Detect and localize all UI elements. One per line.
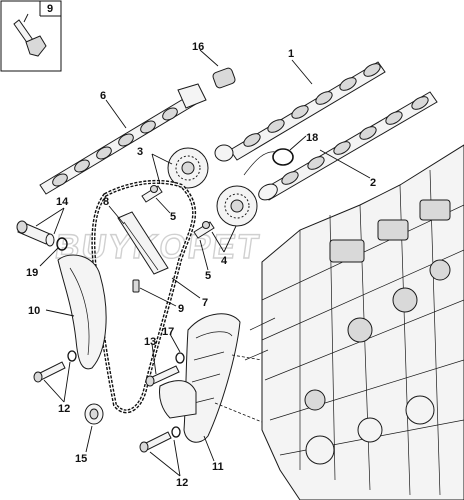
guide-rail-11 [159, 313, 241, 443]
callout-11: 11 [212, 461, 224, 473]
bolt-9-inset-box [0, 0, 62, 72]
callout-8: 8 [103, 196, 109, 208]
callout-1: 1 [288, 48, 294, 60]
callout-6: 6 [100, 90, 106, 102]
seal-ring-19 [56, 237, 68, 251]
tensioner-rail-10 [57, 254, 107, 370]
camshaft-sprocket-upper [167, 144, 234, 189]
sprocket-bolt-5-upper [141, 185, 163, 203]
seal-ring-18 [243, 148, 294, 176]
camshaft-6 [39, 83, 207, 195]
bolt-13 [145, 365, 180, 387]
callout-14: 14 [56, 196, 69, 208]
callout-2: 2 [370, 177, 376, 189]
callout-7: 7 [202, 297, 208, 309]
dashed-reference-lines [214, 354, 263, 423]
cap-16 [212, 67, 236, 89]
chain-tensioner-14 [16, 220, 55, 247]
washer-12-left [67, 350, 77, 362]
callout-17: 17 [162, 326, 174, 338]
bolt-12-lower [139, 431, 172, 453]
callout-labels: 1 2 3 4 5 5 6 7 8 9 9 10 11 12 12 13 14 … [26, 3, 376, 489]
callout-16: 16 [192, 41, 204, 53]
callout-19: 19 [26, 267, 38, 279]
callout-13: 13 [144, 336, 156, 348]
washer-17 [175, 352, 185, 364]
leader-lines [23, 13, 371, 477]
callout-9-inset: 9 [47, 3, 53, 15]
sprocket-bolt-5-lower [193, 221, 215, 239]
callout-12-left: 12 [58, 403, 70, 415]
camshaft-2 [258, 91, 438, 201]
callout-5b: 5 [205, 270, 211, 282]
callout-4: 4 [221, 255, 228, 267]
camshaft-sprocket-lower [216, 185, 258, 227]
callout-5a: 5 [170, 211, 176, 223]
callout-10: 10 [28, 305, 40, 317]
callout-9-middle: 9 [178, 303, 184, 315]
camshaft-1 [229, 61, 386, 161]
crankshaft-sprocket-15 [84, 403, 104, 425]
bolt-12-left [33, 361, 66, 383]
chain-guide-8 [117, 211, 169, 275]
callout-12-lower: 12 [176, 477, 188, 489]
callout-3: 3 [137, 146, 143, 158]
timing-chain-7 [91, 179, 197, 414]
washer-12-lower [171, 426, 181, 438]
callout-15: 15 [75, 453, 87, 465]
callout-18: 18 [306, 132, 318, 144]
bolt-9-middle [132, 279, 140, 293]
engine-block [244, 144, 464, 500]
